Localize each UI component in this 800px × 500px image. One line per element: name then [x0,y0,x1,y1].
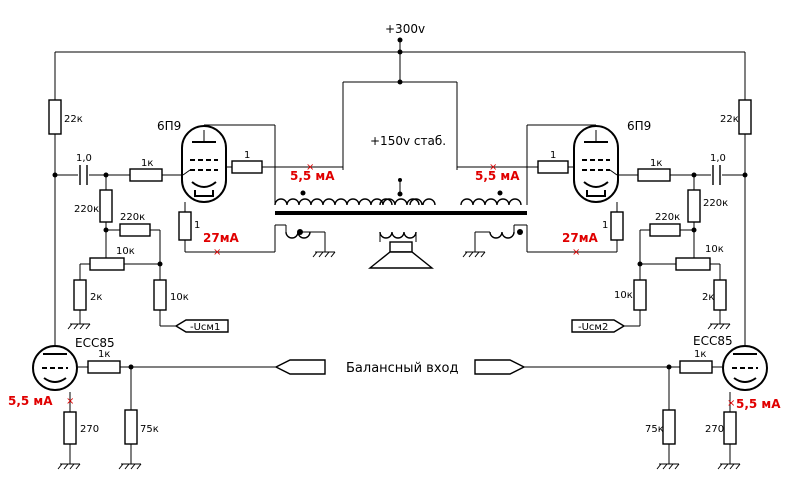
right-input-tube-label: ECC85 [693,334,733,348]
right-screen-resistor [537,160,569,174]
right-primary-current: 5,5 мА [475,169,520,183]
right-input-grid-resistor [679,360,713,374]
right-input-cathode-resistor [723,411,737,445]
left-pot-label: 10к [116,246,135,257]
left-input-load-resistor [124,409,138,445]
left-input-grid-label: 1к [98,349,110,360]
right-output-tube-icon [573,125,619,203]
right-output-tube-label: 6П9 [627,119,651,133]
b-plus-label: +300v [385,22,425,36]
left-grid-stop-label: 1к [141,158,153,169]
left-input-current-mark: × [66,396,74,407]
left-cathode-resistor-label: 1 [194,220,200,231]
left-input-cathode-resistor [63,411,77,445]
left-bias-feed-resistor [153,279,167,311]
left-plate-resistor-label: 22к [64,114,83,125]
right-bias-pot [675,257,711,271]
right-bias-ground-label: 2к [702,292,714,303]
right-bias-feed-label: 10к [614,290,633,301]
left-output-tube-icon [181,125,227,203]
right-input-grid-label: 1к [694,349,706,360]
right-plate-resistor-label: 22к [720,114,739,125]
left-bias-ground-resistor [73,279,87,311]
right-bias-series-label: 220к [655,212,680,223]
right-grid-stop-label: 1к [650,158,662,169]
right-bias-feed-resistor [633,279,647,311]
left-grid-stop-resistor [129,168,163,182]
right-grid-leak-resistor [687,189,701,223]
left-screen-resistor [231,160,263,174]
right-bias-input-label: -Uсм2 [578,322,608,333]
left-grid-leak-label: 220к [74,204,99,215]
center-tap-label: +150v стаб. [370,134,446,148]
right-input-tube-icon [722,345,768,391]
left-cathode-current-mark: × [213,247,221,258]
right-grid-leak-label: 220к [703,198,728,209]
left-input-cathode-label: 270 [80,424,99,435]
left-input-grid-resistor [87,360,121,374]
right-input-cathode-label: 270 [705,424,724,435]
left-bias-series-label: 220к [120,212,145,223]
left-bias-pot [89,257,125,271]
left-bias-input-label: -Uсм1 [190,322,220,333]
right-grid-stop-resistor [637,168,671,182]
output-transformer [274,178,527,258]
left-cathode-current: 27мА [203,231,240,245]
right-input-load-label: 75к [645,424,664,435]
right-input-current: 5,5 мА [736,397,781,411]
input-stage-wiring [57,359,741,470]
left-input-current: 5,5 мА [8,394,53,408]
left-input-tube-label: ECC85 [75,336,115,350]
left-bias-series-resistor [119,223,151,237]
right-screen-resistor-label: 1 [550,150,556,161]
right-cathode-resistor [610,211,624,241]
left-grid-leak-resistor [99,189,113,223]
right-cathode-current-mark: × [572,247,580,258]
left-output-stage [52,52,343,345]
left-cathode-resistor [178,211,192,241]
left-input-load-label: 75к [140,424,159,435]
right-input-current-mark: × [727,398,735,409]
right-pot-label: 10к [705,244,724,255]
right-bias-series-resistor [649,223,681,237]
left-plate-resistor [48,99,62,135]
right-cathode-current: 27мА [562,231,599,245]
left-bias-ground-label: 2к [90,292,102,303]
right-input-load-resistor [662,409,676,445]
left-input-tube-icon [32,345,78,391]
right-cathode-resistor-label: 1 [602,220,608,231]
right-plate-resistor [738,99,752,135]
left-primary-current: 5,5 мА [290,169,335,183]
right-bias-ground-resistor [713,279,727,311]
supply-rail [55,37,745,170]
right-coupling-cap-label: 1,0 [710,153,726,164]
left-output-tube-label: 6П9 [157,119,181,133]
right-primary-current-mark: × [489,162,497,173]
left-screen-resistor-label: 1 [244,150,250,161]
left-coupling-cap-label: 1,0 [76,153,92,164]
left-primary-current-mark: × [306,162,314,173]
speaker-icon [368,241,434,269]
left-bias-feed-label: 10к [170,292,189,303]
balanced-input-label: Балансный вход [346,361,458,376]
